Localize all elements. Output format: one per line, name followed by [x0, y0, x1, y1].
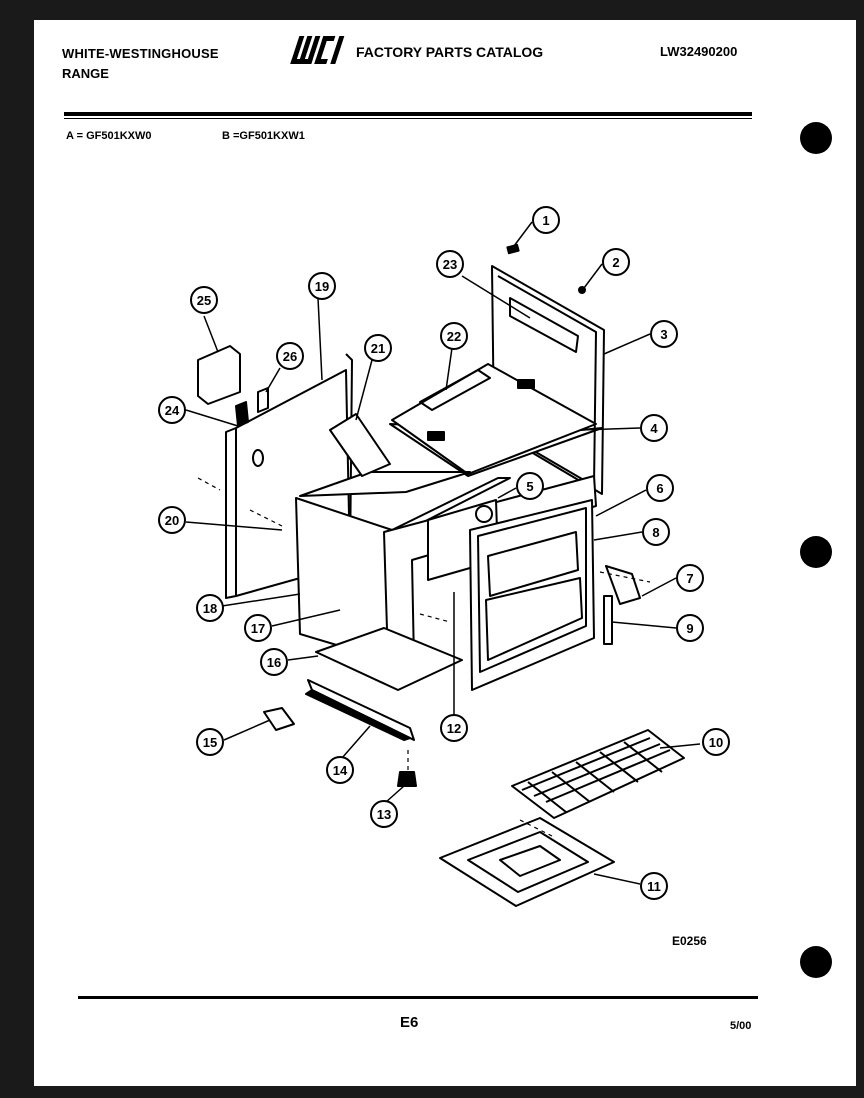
svg-text:13: 13 [377, 807, 391, 822]
svg-text:24: 24 [165, 403, 180, 418]
svg-text:11: 11 [647, 879, 661, 894]
callout-14: 14 [326, 756, 354, 784]
door-spring [603, 595, 613, 645]
callout-4: 4 [640, 414, 668, 442]
callout-25: 25 [190, 286, 218, 314]
binder-hole-top [800, 122, 832, 154]
oven-door [469, 499, 595, 691]
callout-16: 16 [260, 648, 288, 676]
svg-text:8: 8 [652, 525, 659, 540]
svg-text:18: 18 [203, 601, 217, 616]
header-rule [64, 112, 752, 116]
svg-text:3: 3 [660, 327, 667, 342]
callout-1: 1 [532, 206, 560, 234]
brand-name: WHITE-WESTINGHOUSE [62, 46, 219, 61]
bracket [263, 707, 295, 731]
callout-15: 15 [196, 728, 224, 756]
callout-20: 20 [158, 506, 186, 534]
svg-text:21: 21 [371, 341, 385, 356]
page-number: E6 [400, 1014, 419, 1031]
svg-text:23: 23 [443, 257, 457, 272]
callout-18: 18 [196, 594, 224, 622]
door-hinge [605, 565, 641, 605]
callout-9: 9 [676, 614, 704, 642]
part-25 [197, 345, 241, 405]
callout-8: 8 [642, 518, 670, 546]
svg-text:20: 20 [165, 513, 179, 528]
callout-12: 12 [440, 714, 468, 742]
svg-text:9: 9 [686, 621, 693, 636]
catalog-title: FACTORY PARTS CATALOG [356, 44, 544, 60]
callout-19: 19 [308, 272, 336, 300]
svg-text:16: 16 [267, 655, 281, 670]
svg-text:1: 1 [542, 213, 549, 228]
svg-text:14: 14 [333, 763, 348, 778]
product-type: RANGE [62, 66, 109, 81]
figure-code: E0256 [672, 934, 707, 948]
callout-26: 26 [276, 342, 304, 370]
footer-rule [78, 996, 758, 999]
svg-text:15: 15 [203, 735, 217, 750]
svg-text:26: 26 [283, 349, 297, 364]
revision-date: 5/00 [730, 1020, 752, 1032]
svg-text:6: 6 [656, 481, 663, 496]
callout-10: 10 [702, 728, 730, 756]
callout-labels: 1 2 3 4 5 6 7 8 9 10 11 12 13 14 15 16 1… [158, 206, 730, 900]
callout-23: 23 [436, 250, 464, 278]
svg-text:10: 10 [709, 735, 723, 750]
model-a: A = GF501KXW0 [66, 130, 152, 142]
kickplate [307, 679, 415, 741]
callout-17: 17 [244, 614, 272, 642]
bottom-pan [315, 627, 463, 691]
part-26 [257, 387, 269, 413]
model-b: B =GF501KXW1 [222, 130, 305, 142]
callout-11: 11 [640, 872, 668, 900]
broiler-pan [439, 817, 615, 907]
svg-text:17: 17 [251, 621, 265, 636]
callout-3: 3 [650, 320, 678, 348]
svg-text:4: 4 [650, 421, 658, 436]
svg-text:5: 5 [526, 479, 533, 494]
svg-text:25: 25 [197, 293, 211, 308]
callout-13: 13 [370, 800, 398, 828]
callout-6: 6 [646, 474, 674, 502]
leveler [397, 771, 417, 787]
svg-text:19: 19 [315, 279, 329, 294]
svg-text:12: 12 [447, 721, 461, 736]
header-rule-thin [64, 118, 752, 119]
heat-shield [329, 413, 391, 477]
svg-text:7: 7 [686, 571, 693, 586]
binder-hole-middle [800, 536, 832, 568]
callout-5: 5 [516, 472, 544, 500]
catalog-code: LW32490200 [660, 44, 738, 59]
oven-rack [511, 729, 685, 819]
svg-text:2: 2 [612, 255, 619, 270]
wci-logo [290, 36, 345, 64]
svg-text:22: 22 [447, 329, 461, 344]
callout-22: 22 [440, 322, 468, 350]
callout-24: 24 [158, 396, 186, 424]
callout-2: 2 [602, 248, 630, 276]
binder-hole-bottom [800, 946, 832, 978]
callout-21: 21 [364, 334, 392, 362]
callout-7: 7 [676, 564, 704, 592]
